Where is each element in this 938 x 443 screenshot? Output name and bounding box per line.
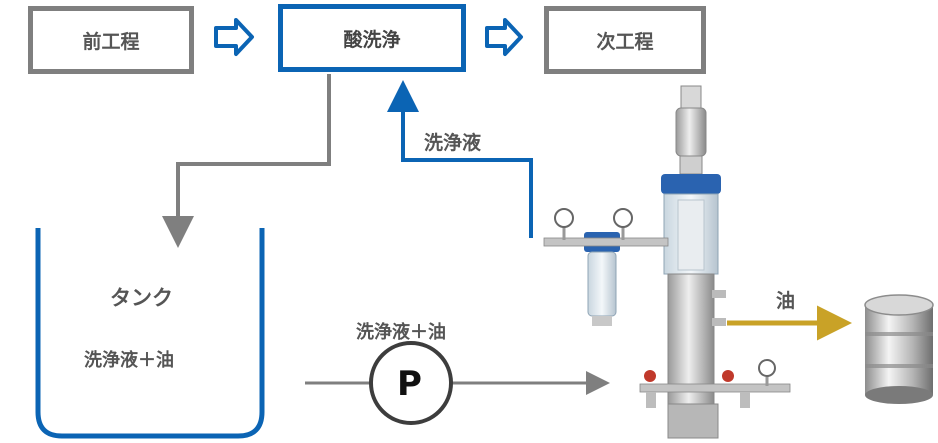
pump-symbol: P bbox=[397, 364, 422, 404]
pump-flow-label: 洗浄液＋油 bbox=[356, 322, 446, 343]
flow-arrow-icon-1 bbox=[214, 18, 254, 56]
flow-arrow-icon-2 bbox=[485, 18, 523, 56]
tank-outline bbox=[35, 228, 265, 439]
prev-step-label: 前工程 bbox=[82, 30, 140, 53]
acid-wash-label: 酸洗浄 bbox=[343, 28, 401, 51]
tank-content-label: 洗浄液＋油 bbox=[84, 350, 174, 371]
oil-separator-apparatus-icon bbox=[543, 85, 791, 439]
drain-line-arrow bbox=[162, 74, 331, 248]
oil-flow-label: 油 bbox=[776, 290, 796, 312]
prev-step-box: 前工程 bbox=[28, 6, 194, 74]
acid-wash-box: 酸洗浄 bbox=[278, 4, 466, 72]
next-step-label: 次工程 bbox=[596, 30, 654, 53]
return-flow-label: 洗浄液 bbox=[424, 132, 482, 154]
return-line-arrow bbox=[387, 80, 533, 238]
next-step-box: 次工程 bbox=[544, 6, 706, 74]
oil-drum-icon bbox=[864, 294, 934, 404]
tank-title: タンク bbox=[110, 286, 173, 310]
pump-circle bbox=[369, 341, 453, 425]
